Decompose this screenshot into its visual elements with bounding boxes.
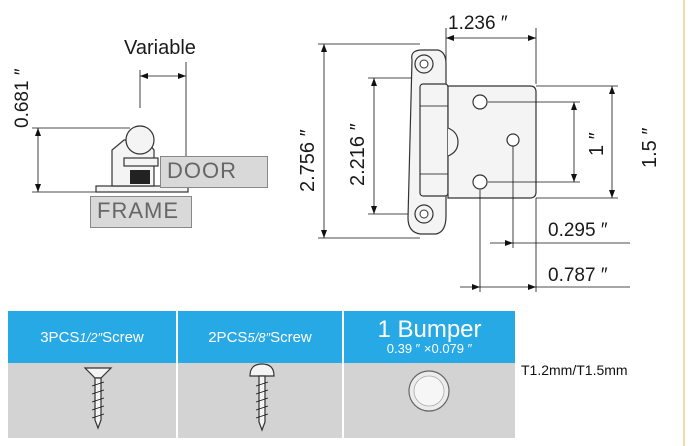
side-view: 0.681 ″ Variable [12, 37, 196, 193]
hinge-knuckle [125, 125, 155, 155]
screw-hole [506, 133, 520, 147]
dim-1236-label: 1.236 ″ [448, 13, 508, 34]
screw1-header: 3PCS 1/2″ Screw [8, 311, 176, 363]
dim-2756-label: 2.756 ″ [297, 129, 319, 192]
pan-head-screw-icon [249, 363, 275, 432]
screw-hole [472, 174, 488, 190]
dim-1-label: 1 ″ [586, 132, 608, 156]
flat-head-screw-icon [83, 367, 113, 430]
front-view: 1.236 ″ 2.756 ″ 2.216 ″ [297, 13, 661, 292]
dim-0295-label: 0.295 ″ [548, 220, 608, 241]
dim-15-label: 1.5 ″ [639, 128, 661, 168]
thickness-note: T1.2mm/T1.5mm [521, 362, 628, 378]
bumper-icon [408, 370, 450, 412]
hinge-barrel [419, 83, 449, 197]
dim-0681-label: 0.681 ″ [12, 68, 33, 128]
dim-0787-label: 0.787 ″ [548, 265, 608, 286]
screw2-header: 2PCS 5/8″ Screw [178, 311, 342, 363]
frame-label: FRAME [90, 196, 192, 228]
variable-label: Variable [124, 37, 196, 59]
bumper-header: 1 Bumper 0.39 ″ ×0.079 ″ [344, 311, 515, 363]
hinge-leaf-right [447, 85, 537, 199]
screw-hole [472, 94, 488, 110]
accessories-strip: 3PCS 1/2″ Screw 2PCS 5/8″ Screw 1 Bumper… [8, 311, 515, 438]
dim-2216-label: 2.216 ″ [347, 123, 369, 186]
door-label: DOOR [160, 156, 268, 188]
page-edge [683, 0, 685, 446]
